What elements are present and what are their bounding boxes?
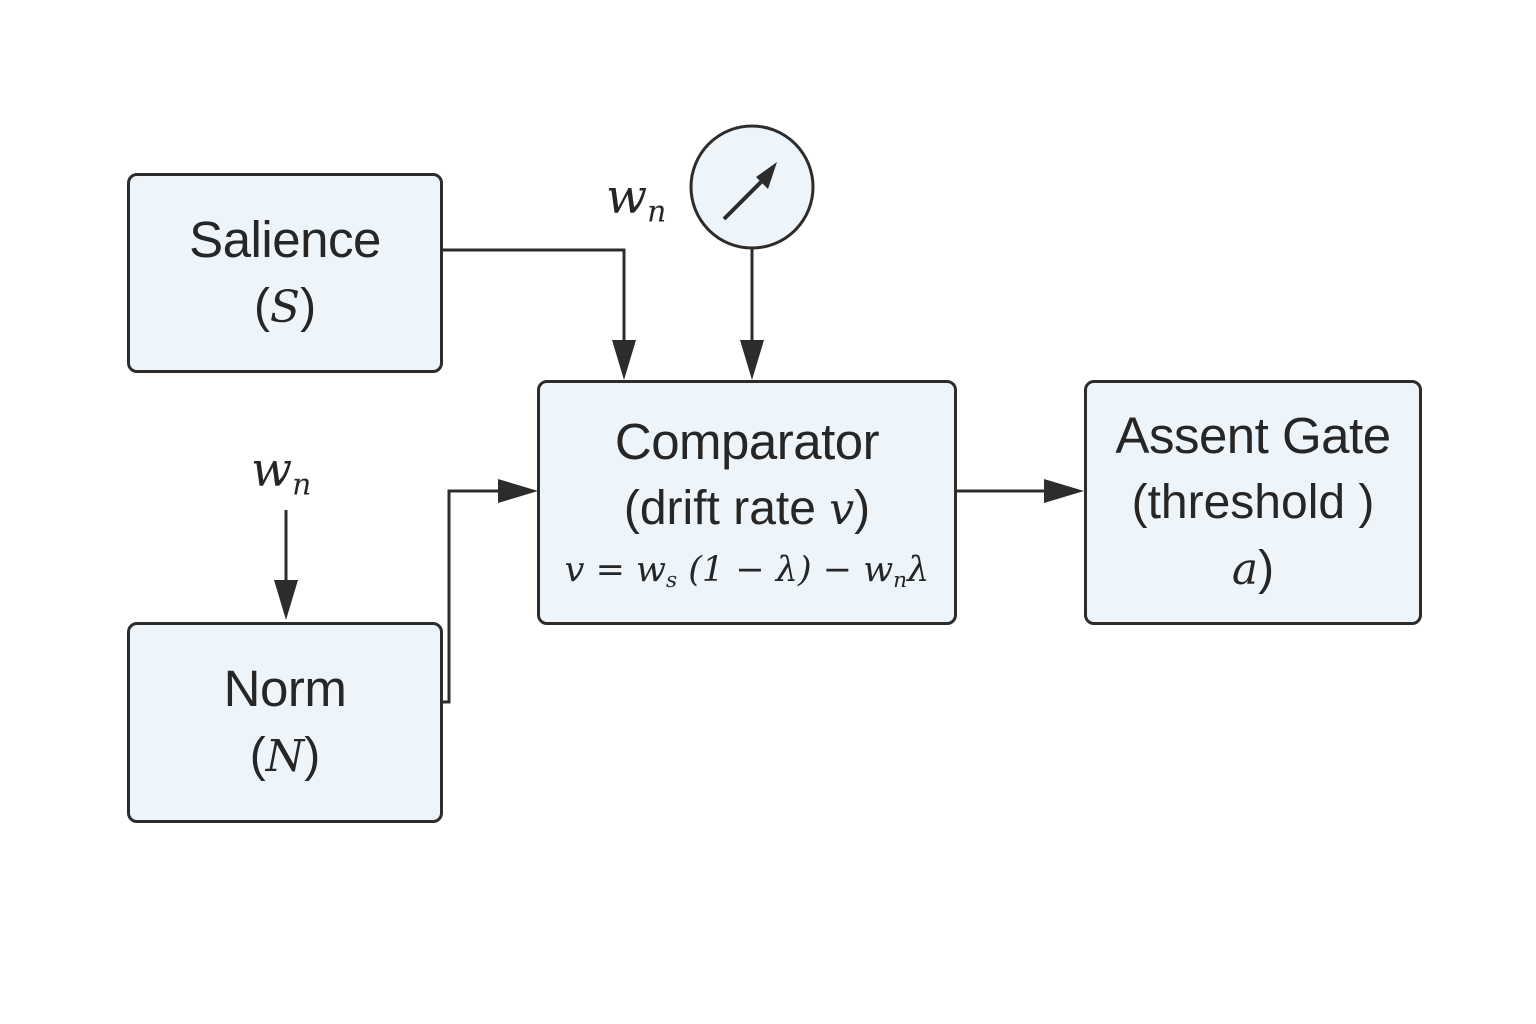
norm-symbol: N xyxy=(265,731,305,782)
formula-middle: (1 − λ) − xyxy=(677,550,864,590)
formula-lambda: λ xyxy=(907,550,930,590)
norm-title: Norm xyxy=(223,660,347,717)
comparator-subtitle-close: ) xyxy=(854,482,871,535)
norm-weight-base: w xyxy=(251,442,293,498)
arrowhead-weight-to-norm xyxy=(274,580,298,620)
comparator-subtitle-text: (drift rate xyxy=(623,482,830,535)
salience-node: Salience (S) xyxy=(127,173,443,373)
assent-gate-symbol-line: a) xyxy=(1232,536,1274,603)
comparator-node: Comparator (drift rate v) v = ws (1 − λ)… xyxy=(537,380,957,625)
arrow-norm-to-comparator xyxy=(443,489,510,704)
arrowhead-salience-to-comparator xyxy=(612,340,636,380)
salience-symbol-line: (S) xyxy=(254,274,316,341)
dial-weight-base: w xyxy=(606,169,648,225)
formula-weight-s-subscript: s xyxy=(666,568,678,594)
formula-v: v xyxy=(564,550,585,590)
norm-symbol-line: (N) xyxy=(250,723,320,790)
norm-weight-subscript: n xyxy=(292,467,312,503)
assent-gate-node: Assent Gate (threshold ) a) xyxy=(1084,380,1422,625)
salience-title: Salience xyxy=(189,210,381,268)
norm-weight-label: wn xyxy=(251,442,311,500)
comparator-title: Comparator xyxy=(614,413,880,470)
formula-weight-s: w xyxy=(636,550,666,590)
dial-weight-label: wn xyxy=(606,169,666,227)
arrowhead-norm-to-comparator xyxy=(498,479,538,503)
arrowhead-comparator-to-assent-gate xyxy=(1044,479,1084,503)
norm-open-paren: ( xyxy=(249,729,266,782)
arrowhead-dial-to-comparator xyxy=(740,340,764,380)
norm-node: Norm (N) xyxy=(127,622,443,823)
drift-rate-formula: v = ws (1 − λ) − wnλ xyxy=(565,543,930,597)
assent-gate-title: Assent Gate xyxy=(1115,407,1391,464)
formula-weight-n-subscript: n xyxy=(893,568,908,594)
threshold-symbol: a xyxy=(1231,544,1259,595)
formula-weight-n: w xyxy=(863,550,894,590)
norm-close-paren: ) xyxy=(304,729,321,782)
dial-gauge-icon xyxy=(689,124,815,250)
arrow-salience-to-comparator xyxy=(443,248,626,352)
comparator-subtitle: (drift rate v) xyxy=(624,476,870,543)
assent-gate-close-paren: ) xyxy=(1258,542,1275,595)
assent-gate-subtitle: (threshold ) xyxy=(1131,476,1375,529)
formula-equals: = xyxy=(584,550,637,590)
salience-symbol: S xyxy=(269,281,301,333)
salience-close-paren: ) xyxy=(300,279,317,333)
salience-open-paren: ( xyxy=(253,279,270,333)
dial-weight-subscript: n xyxy=(647,194,667,230)
drift-rate-symbol: v xyxy=(829,484,855,535)
